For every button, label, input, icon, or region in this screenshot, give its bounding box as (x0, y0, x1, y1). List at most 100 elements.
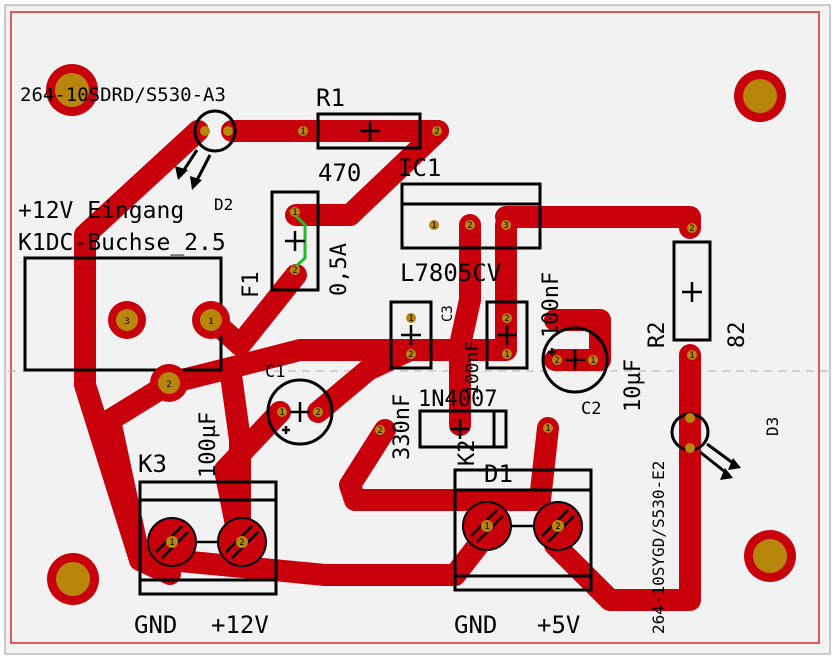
pad-r2-2 (687, 223, 697, 233)
d2-name: D2 (214, 195, 233, 214)
trace-diode-k2 (339, 417, 559, 511)
mounting-hole-bottom-right-pad (753, 539, 787, 573)
pad-d2-2 (223, 126, 233, 136)
pad-c3-1 (406, 313, 416, 323)
trace-ic1-right (495, 206, 701, 239)
pad-c3-2 (406, 349, 416, 359)
pin-r1-1: 1 (300, 127, 305, 137)
trace-c1 (307, 339, 421, 423)
c2-outline (541, 326, 609, 394)
pin-c4-1: 1 (504, 350, 509, 360)
c1-polarity (282, 426, 290, 434)
c1-outline (266, 378, 334, 446)
pad-d3-1 (685, 413, 695, 423)
board-outline (10, 11, 820, 644)
pin-jack-1: 1 (208, 317, 213, 327)
k2-outline (453, 468, 593, 592)
mounting-hole-bottom-left-pad (56, 562, 90, 596)
pin-k3-1: 1 (169, 538, 174, 548)
r1-plus (360, 121, 380, 141)
k2-plus-label: +5V (537, 611, 580, 639)
pin-c2-1: 1 (590, 356, 595, 366)
pin-c3-2: 2 (408, 350, 413, 360)
pad-k2-1 (481, 520, 493, 532)
r2-outline (672, 240, 712, 342)
pin-diode-1: 1 (545, 424, 550, 434)
pad-ic1-1 (429, 220, 439, 230)
f1-outline (270, 190, 320, 292)
pin-r2-1: 1 (689, 351, 694, 361)
d2-arrowhead-1 (175, 166, 188, 180)
pad-c2-1 (552, 355, 562, 365)
d1-name: D1 (484, 460, 513, 488)
jack-pad-1-core (200, 309, 222, 331)
ic1-outline (400, 182, 542, 250)
jack-pad-2-core (158, 372, 180, 394)
pad-f1-2 (290, 265, 300, 275)
pin-ic1-1: 1 (431, 221, 436, 231)
diode-plus (450, 419, 470, 439)
pad-f1-1 (290, 207, 300, 217)
pad-ic1-2 (465, 220, 475, 230)
trace-k2-gnd (159, 519, 501, 586)
plus-marks (282, 121, 702, 439)
r2-name: R2 (645, 322, 670, 349)
mounting-holes (46, 64, 796, 605)
pin-f1-2: 2 (292, 266, 297, 276)
c1-name: C1 (265, 362, 285, 382)
c4-outline (485, 300, 529, 370)
c3-name: C3 (440, 305, 456, 322)
pin-c1-1: 1 (279, 408, 284, 418)
c3-value: 330nF (390, 394, 415, 460)
pin-k2-2: 2 (555, 522, 560, 532)
pad-ic1-3 (501, 220, 511, 230)
pin-jack-2: 2 (166, 380, 171, 390)
ic1-name: IC1 (398, 154, 441, 182)
pin-numbers: 3 1 2 1 2 1 2 3 1 2 2 1 2 1 1 2 2 1 1 2 … (124, 127, 694, 548)
pad-r1-2 (432, 126, 442, 136)
pin-c2-2: 2 (554, 356, 559, 366)
pin-r2-2: 2 (689, 224, 694, 234)
pin-diode-2: 2 (377, 426, 382, 436)
k2-name: K2 (455, 440, 480, 467)
pad-diode-2 (375, 425, 385, 435)
pad-k2-2 (552, 520, 564, 532)
small-pads (166, 126, 697, 548)
pin-c3-1: 1 (408, 314, 413, 324)
r1-outline (316, 112, 422, 150)
pin-r1-2: 2 (434, 127, 439, 137)
pad-c1-1 (277, 407, 287, 417)
f1-plus (285, 231, 305, 251)
c4-value: 100nF (539, 272, 564, 338)
pads (108, 126, 697, 548)
pad-d2-1 (200, 126, 210, 136)
c2-value: 10µF (621, 359, 646, 412)
pad-k3-2 (236, 536, 248, 548)
r2-plus (682, 282, 702, 302)
silkscreen (23, 109, 738, 596)
f1-value: 0,5A (327, 243, 352, 296)
pin-c1-2: 2 (315, 408, 320, 418)
r1-name: R1 (316, 84, 345, 112)
c1-value: 100µF (196, 412, 221, 478)
k3-plus-label: +12V (211, 611, 269, 639)
k3-gnd-label: GND (134, 611, 177, 639)
pad-d3-2 (685, 443, 695, 453)
pin-c4-2: 2 (504, 314, 509, 324)
d3-arrowhead-1 (728, 458, 741, 470)
trace-right-column (544, 344, 701, 611)
c1-plus (290, 402, 310, 422)
c3-outline (389, 300, 433, 370)
pad-diode-1 (543, 423, 553, 433)
c4-value-2: 100nF (462, 341, 483, 395)
pin-ic1-3: 3 (503, 221, 508, 231)
k3-outline (138, 480, 278, 596)
k3-name: K3 (138, 450, 167, 478)
c2-plus (565, 350, 585, 370)
pin-k2-1: 1 (484, 522, 489, 532)
d2-outline (193, 109, 237, 153)
c4-plus (497, 325, 517, 345)
bottom-part-number: 264-10SYGD/S530-E2 (649, 461, 668, 634)
d3-name: D3 (763, 417, 782, 436)
